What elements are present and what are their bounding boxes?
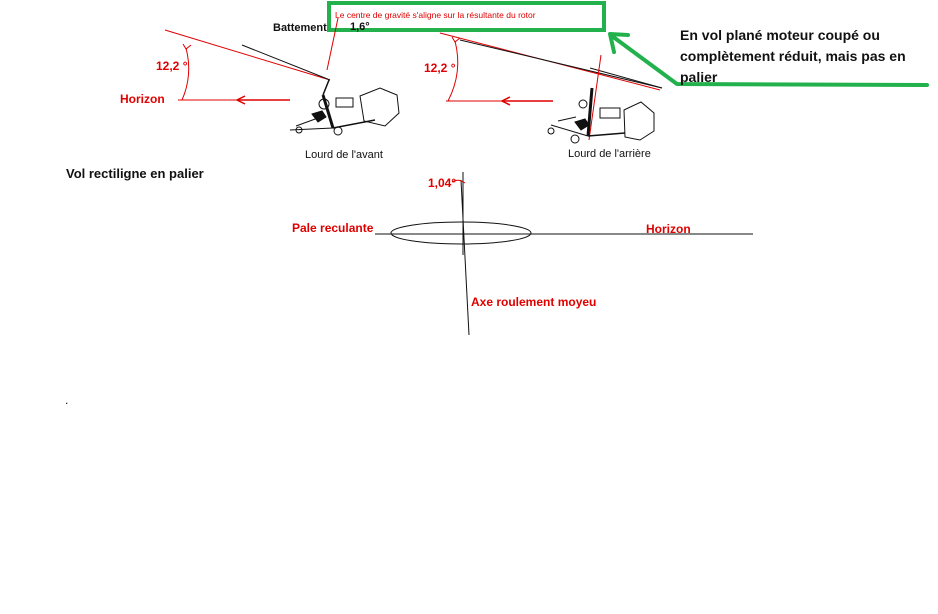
rotor-plane-line-left	[164, 29, 331, 81]
battement-label: Battement	[273, 22, 327, 34]
caption-left: Lourd de l'avant	[305, 149, 383, 161]
battement-angle: 1,6°	[350, 21, 370, 33]
horizon-label-right: Horizon	[646, 222, 691, 236]
horizon-label-left: Horizon	[120, 92, 165, 106]
pale-reculante-label: Pale reculante	[292, 221, 374, 235]
rotor-blade-left	[241, 44, 331, 81]
rotor-blade-right-2	[589, 67, 663, 89]
autogyro-nose-heavy-icon	[289, 79, 400, 136]
callout-box	[327, 1, 606, 32]
cg-line-right	[588, 54, 602, 141]
angle-arc-arrowhead-left	[182, 43, 192, 50]
caption-right: Lourd de l'arrière	[568, 148, 651, 160]
gyro-right-diagram: 12,2 ° Lourd de l'arrière	[424, 32, 663, 160]
angle-label-left: 12,2 °	[156, 59, 188, 73]
flight-arrowhead-left	[235, 95, 246, 105]
hub-diagram: 1,04° Pale reculante Horizon Axe rouleme…	[292, 172, 753, 336]
callout-box-text: Le centre de gravité s'aligne sur la rés…	[335, 10, 536, 20]
hub-angle-label: 1,04°	[428, 176, 456, 190]
callout-note-line-2: complètement réduit, mais pas en	[680, 48, 906, 64]
stray-dot: .	[65, 393, 68, 407]
angle-arc-right	[447, 40, 459, 102]
autogyro-tail-heavy-icon	[547, 87, 655, 144]
hub-axis-line	[460, 179, 470, 336]
rotor-blade-right	[459, 39, 663, 89]
battement-line	[326, 17, 339, 71]
angle-arc-left	[181, 47, 190, 101]
axe-roulement-label: Axe roulement moyeu	[471, 295, 596, 309]
rotor-disc-ellipse	[390, 221, 532, 245]
angle-label-right: 12,2 °	[424, 61, 456, 75]
flight-arrowhead-right	[500, 96, 511, 106]
green-arrow-icon	[608, 32, 929, 87]
gyro-left-diagram: 12,2 ° Horizon Lourd de l'avant Battemen…	[120, 17, 400, 161]
section-title: Vol rectiligne en palier	[66, 166, 204, 181]
angle-arc-arrowhead-right	[451, 36, 461, 43]
hub-angle-arc	[451, 179, 466, 184]
callout-note-line-1: En vol plané moteur coupé ou	[680, 27, 880, 43]
callout-note-line-3: palier	[680, 69, 718, 85]
